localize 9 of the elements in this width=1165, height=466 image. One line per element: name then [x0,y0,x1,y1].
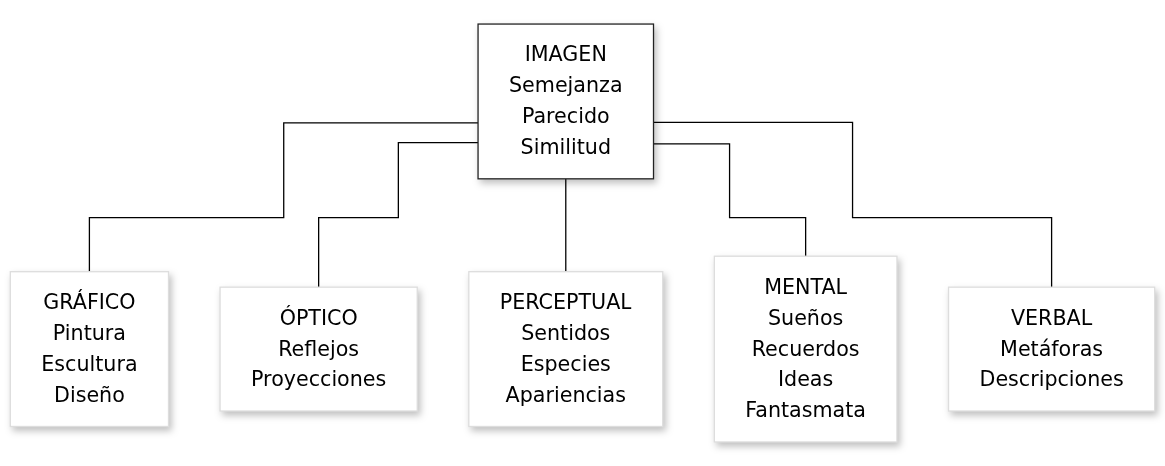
connector [88,122,479,273]
node-box: MENTAL Sueños Recuerdos Ideas Fantasmata [713,255,898,443]
connector [565,178,567,273]
node-box: PERCEPTUAL Sentidos Especies Apariencias [468,271,664,428]
node-box: ÓPTICO Reflejos Proyecciones [219,286,418,412]
connector [318,142,479,288]
node-box: IMAGEN Semejanza Parecido Similitud [477,23,655,180]
node-box: VERBAL Metáforas Descripciones [947,286,1156,412]
node-box: GRÁFICO Pintura Escultura Diseño [9,271,170,428]
